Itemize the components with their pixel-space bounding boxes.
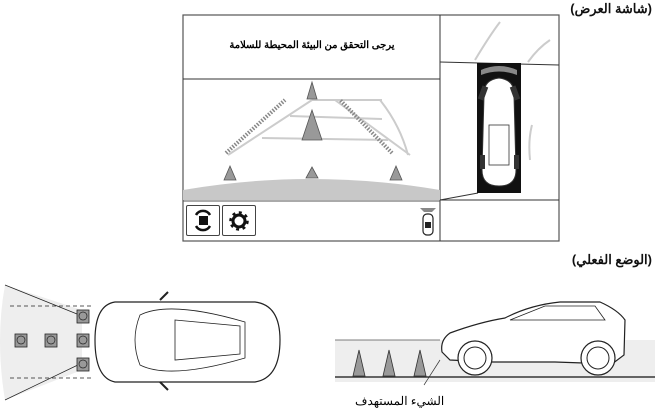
screen-display-label: (شاشة العرض): [570, 1, 652, 16]
screen-cones: [223, 80, 403, 181]
top-view-scene: [0, 284, 281, 401]
display-screen: [182, 14, 560, 242]
gear-icon: [229, 211, 249, 231]
target-cones: [352, 349, 427, 377]
side-view-scene: [335, 301, 655, 386]
settings-button[interactable]: [222, 205, 256, 236]
view-switch-button[interactable]: [186, 205, 220, 236]
actual-situation-label: (الوضع الفعلي): [571, 252, 652, 267]
target-object-label: الشيء المستهدف: [355, 394, 445, 408]
view-switch-icon: [194, 209, 212, 232]
safety-message: يرجى التحقق من البيئة المحيطة للسلامة: [229, 40, 395, 51]
